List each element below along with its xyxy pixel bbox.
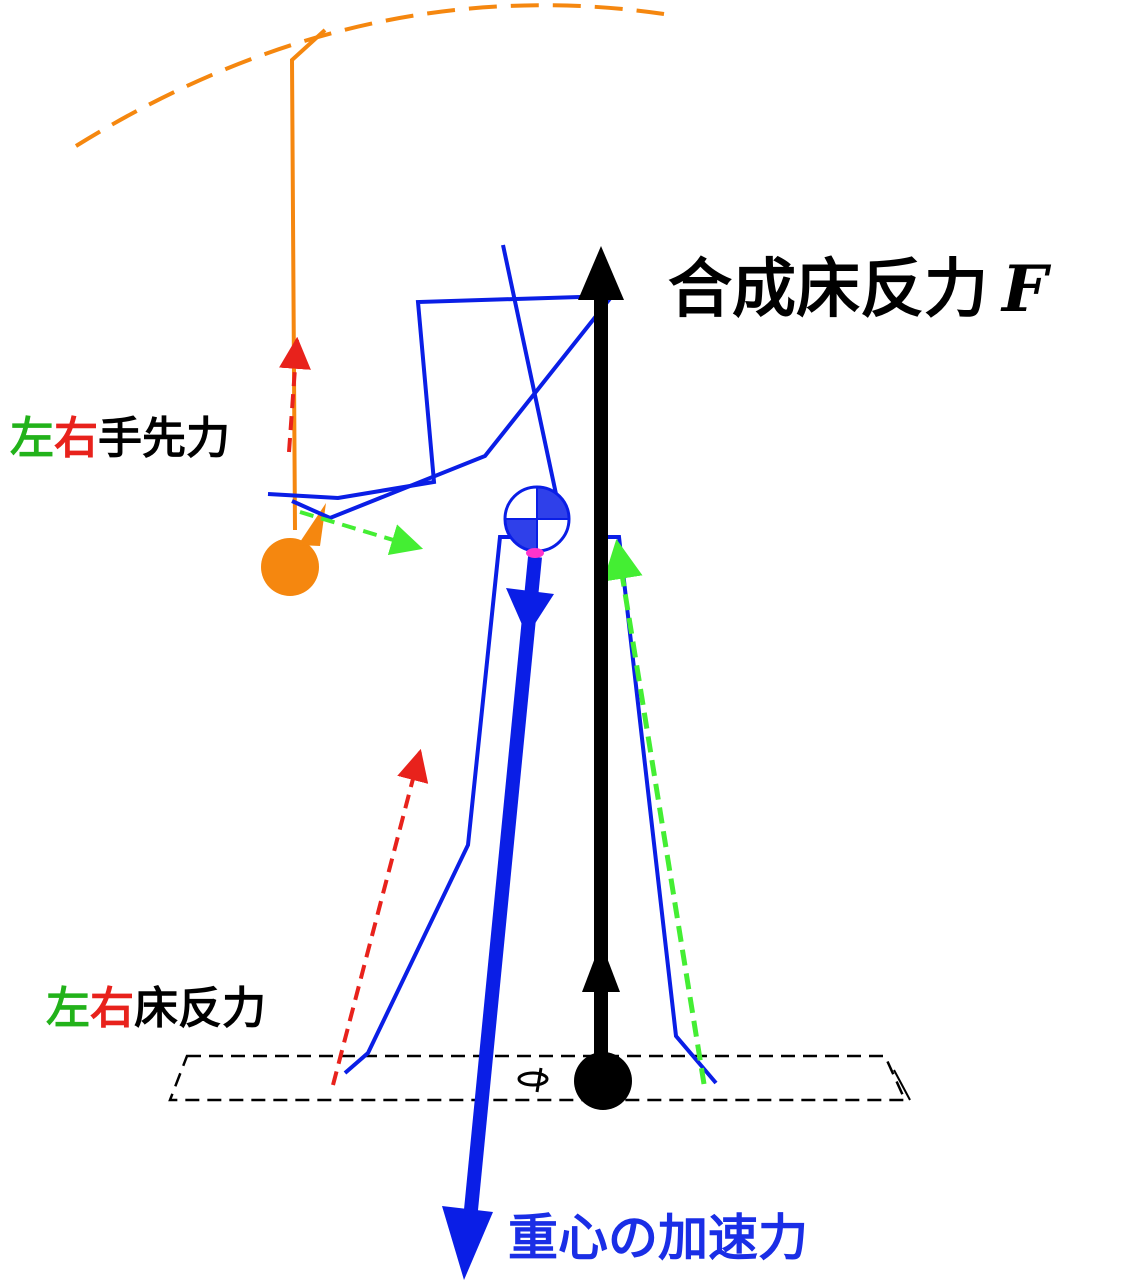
hand-object-rope xyxy=(289,28,327,531)
hand-object-ball xyxy=(261,538,319,596)
arm-upper xyxy=(267,294,613,501)
com-acceleration-mid-arrowhead xyxy=(506,588,554,636)
right-leg xyxy=(598,535,718,1085)
floor-force-label: 左右床反力 xyxy=(46,972,266,1036)
floor-force-left-char: 左 xyxy=(46,983,90,1034)
floor-force-text: 床反力 xyxy=(134,983,266,1034)
center-of-mass-icon xyxy=(503,485,571,558)
floor-plane xyxy=(168,1054,907,1102)
center-of-pressure-icon xyxy=(574,1052,632,1110)
com-acceleration-arrowhead xyxy=(442,1206,493,1280)
hand-trajectory-arc xyxy=(74,3,665,148)
right-hand-force-arrow xyxy=(278,336,311,453)
hand-force-right-char: 右 xyxy=(54,413,98,464)
hand-force-text: 手先力 xyxy=(98,413,230,464)
total-force-text: 合成床反力 xyxy=(668,253,988,327)
total-force-symbol: F xyxy=(1002,252,1048,327)
floor-force-right-char: 右 xyxy=(90,983,134,1034)
com-floor-projection-icon xyxy=(517,1067,549,1093)
left-leg xyxy=(343,535,526,1075)
hand-force-left-char: 左 xyxy=(10,413,54,464)
hand-force-label: 左右手先力 xyxy=(10,402,230,466)
torso-line xyxy=(501,244,558,495)
floor-edge-tick xyxy=(893,1069,911,1101)
left-floor-force-arrow xyxy=(602,539,707,1085)
arm-lower xyxy=(291,294,614,521)
right-floor-force-arrow xyxy=(331,748,429,1086)
com-acceleration-label: 重心の加速力 xyxy=(508,1209,808,1267)
com-acceleration-shaft xyxy=(463,556,542,1221)
total-force-arrowhead xyxy=(578,246,624,300)
total-force-mid-arrowhead xyxy=(582,942,620,992)
